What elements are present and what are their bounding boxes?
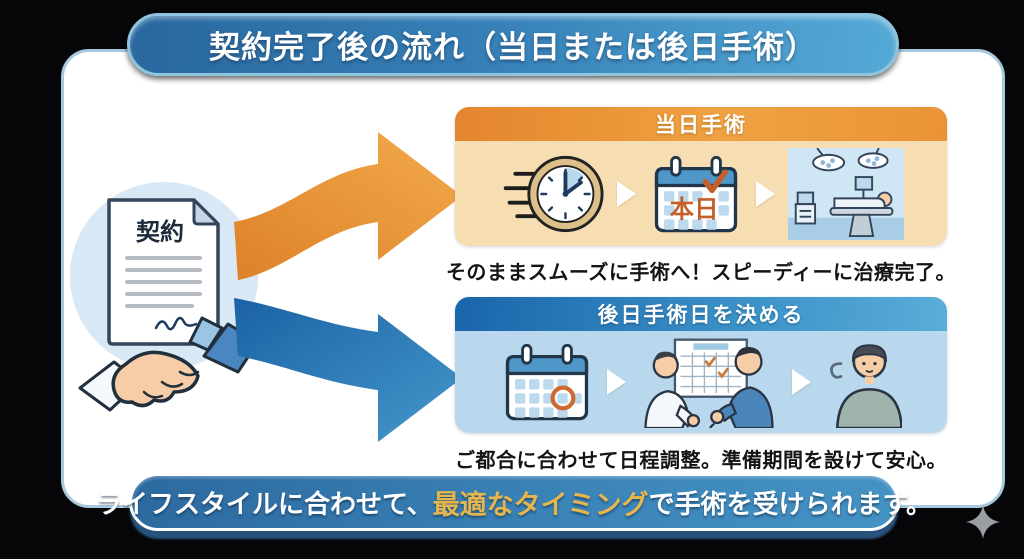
- today-calendar-icon: 本日: [654, 155, 738, 232]
- contract-illustration: 契約: [70, 182, 260, 412]
- footer-highlight-text: 最適なタイミング: [432, 489, 649, 520]
- same-day-header-label: 当日手術: [655, 114, 747, 137]
- same-day-box: 当日手術: [455, 107, 947, 246]
- later-day-caption: ご都合に合わせて日程調整。準備期間を設けて安心。: [455, 450, 947, 472]
- sigh-icon: [830, 362, 843, 379]
- handshake-icon: [78, 316, 260, 412]
- title-banner: 契約完了後の流れ（当日または後日手術）: [127, 13, 899, 76]
- speed-clock-icon: [503, 155, 604, 232]
- page-title: 契約完了後の流れ（当日または後日手術）: [209, 30, 817, 65]
- same-day-caption: そのままスムーズに手術へ！スピーディーに治療完了。: [445, 262, 957, 284]
- footer-text-post: で手術を受けられます。: [648, 488, 933, 519]
- staff-person: [644, 351, 701, 428]
- arrow-right-icon: [756, 180, 775, 207]
- arrow-right-icon: [607, 369, 626, 395]
- later-day-body: [455, 331, 947, 433]
- same-day-header: 当日手術: [455, 107, 947, 141]
- schedule-board: [673, 338, 748, 398]
- blue-arrow-icon: [234, 298, 462, 442]
- contract-document-icon: 契約: [107, 198, 220, 346]
- flow-arrows: [234, 132, 462, 442]
- today-label: 本日: [670, 195, 719, 223]
- later-day-header-label: 後日手術日を決める: [597, 304, 805, 327]
- later-day-header: 後日手術日を決める: [455, 297, 947, 331]
- later-day-box: 後日手術日を決める: [455, 297, 947, 433]
- operating-room-icon: [788, 147, 904, 240]
- footer-text-pre: ライフスタイルに合わせて、: [95, 488, 433, 519]
- arrow-right-icon: [792, 369, 811, 395]
- date-calendar-icon: [505, 343, 589, 421]
- footer-banner: ライフスタイルに合わせて、 最適なタイミング で手術を受けられます。: [96, 473, 932, 531]
- orange-arrow-icon: [234, 132, 462, 280]
- same-day-body: 本日: [455, 141, 947, 246]
- signature-icon: [154, 316, 198, 331]
- contract-title: 契約: [136, 218, 184, 246]
- arrow-right-icon: [617, 180, 636, 207]
- relieved-person-icon: [830, 344, 902, 428]
- sparkle-icon: [966, 505, 1000, 539]
- schedule-discussion-icon: [644, 338, 774, 428]
- counselor-person: [709, 346, 774, 428]
